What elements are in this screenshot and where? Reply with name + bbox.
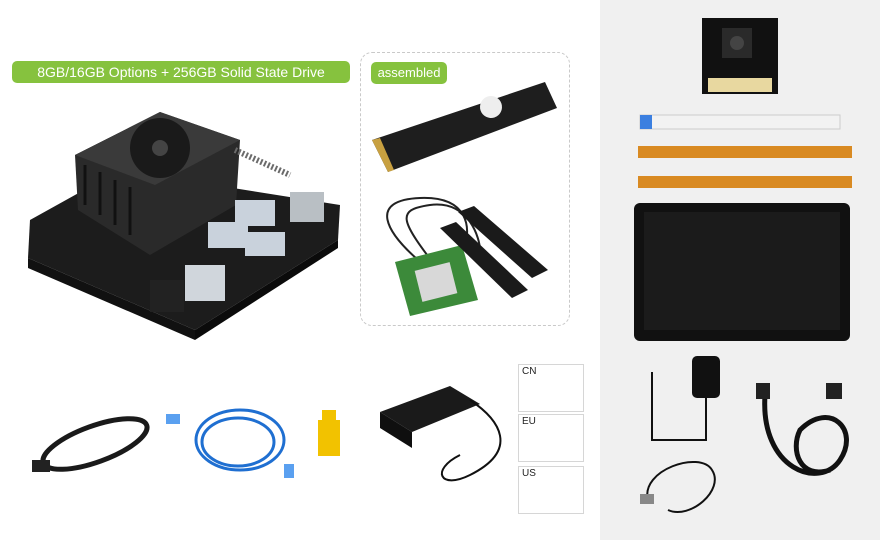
plug-label-cn: CN [522,366,537,377]
ethernet-port [290,192,324,222]
plug-box-cn: CN [518,364,584,412]
usb-port [245,232,285,256]
plug-label-eu: EU [522,416,536,427]
heatsink-fan [75,112,240,255]
usb-port [208,222,248,248]
plug-label-us: US [522,468,536,479]
usb-port [185,265,225,301]
hdmi-cable [756,383,849,476]
usb-cable [640,460,716,513]
developer-board [28,112,340,340]
assembled-badge: assembled [371,62,447,84]
usb-port [235,200,275,226]
wifi-card-antennas [386,196,548,316]
options-badge: 8GB/16GB Options + 256GB Solid State Dri… [12,61,350,83]
ssd-module [372,82,557,172]
jumper-cap [318,410,340,456]
plug-box-eu: EU [518,414,584,462]
camera-module [702,18,778,94]
black-cable-coil [32,416,150,472]
ethernet-cable [166,408,294,478]
touch-display [634,203,850,341]
power-adapter [651,356,720,441]
power-jack [150,280,184,312]
plug-box-us: US [518,466,584,514]
assembled-frame [360,52,570,326]
power-supply-brick [380,386,502,482]
ribbon-cables [638,114,852,188]
